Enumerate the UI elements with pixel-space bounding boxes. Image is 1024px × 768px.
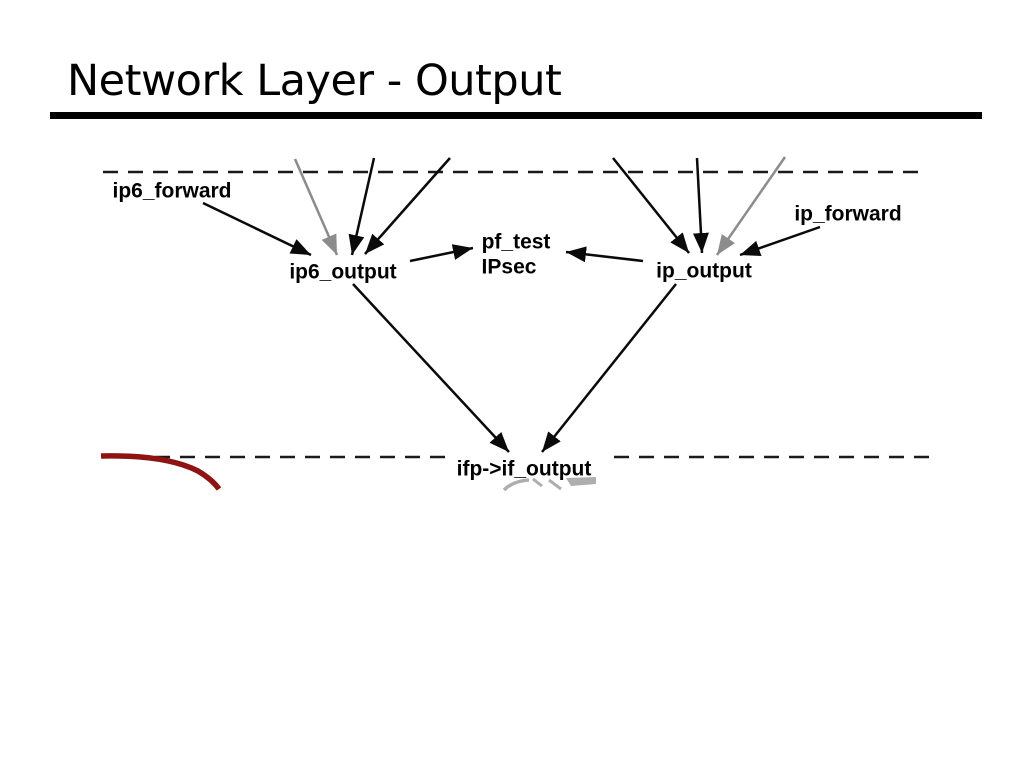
arrow-ip6_output-to-pf_test	[409, 244, 474, 263]
node-label-ip-forward: ip_forward	[794, 202, 902, 226]
arrow-upper-layer-to-ip6_output	[348, 157, 376, 256]
arrow-ip6_forward-to-ip6_output	[202, 201, 312, 257]
arrow-upper-layer-to-ip_output	[692, 157, 709, 254]
slide-title: Network Layer - Output	[67, 56, 562, 106]
ghost-mark-0	[502, 478, 530, 492]
arrow-ip_output-to-pf_test	[565, 246, 644, 263]
ghost-mark-1	[532, 477, 543, 488]
arrow-upper-layer-to-ip6_output	[293, 158, 339, 256]
node-label-ip-output: ip_output	[656, 259, 752, 283]
arrow-upper-layer-to-ip6_output	[364, 157, 451, 255]
node-label-ifp-if-output: ifp->if_output	[456, 457, 592, 481]
node-label-pf-test: pf_test	[481, 230, 551, 254]
ghost-mark-2	[548, 478, 562, 491]
red-pen-curve	[100, 453, 222, 491]
ghost-mark-3	[566, 477, 596, 486]
node-label-ip6-forward: ip6_forward	[112, 179, 232, 203]
arrow-ip6_output-to-ifp_if_output	[352, 283, 510, 453]
arrow-ip_forward-to-ip_output	[739, 225, 821, 257]
arrow-upper-layer-to-ip_output	[612, 157, 690, 254]
title-underline	[50, 112, 982, 119]
arrow-ip_output-to-ifp_if_output	[541, 283, 677, 453]
arrow-upper-layer-to-ip_output	[715, 156, 787, 256]
node-label-ipsec: IPsec	[481, 255, 537, 279]
node-label-ip6-output: ip6_output	[289, 260, 397, 284]
